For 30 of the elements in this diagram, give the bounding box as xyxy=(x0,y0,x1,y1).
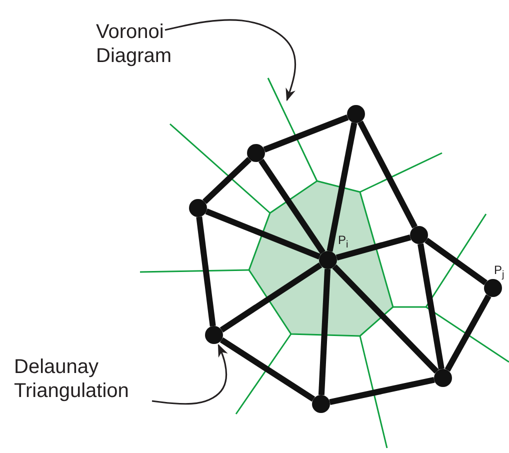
triangulation-edge xyxy=(326,122,358,252)
triangulation-edge xyxy=(336,234,412,260)
leader-arrow xyxy=(164,19,296,102)
triangulation-edge xyxy=(263,114,349,153)
point-dot xyxy=(347,105,365,123)
point-dot xyxy=(312,395,330,413)
point-dot xyxy=(434,369,452,387)
triangulation-edge xyxy=(444,294,492,372)
point-dot xyxy=(189,199,207,217)
triangulation-edge xyxy=(220,337,316,402)
point-dot xyxy=(247,144,265,162)
triangulation-edge xyxy=(196,216,216,326)
triangulation-edge xyxy=(258,158,326,254)
point-label: P$_{i}$ xyxy=(338,233,348,250)
triangulation-edge xyxy=(332,264,439,374)
point-dot xyxy=(484,279,502,297)
triangulation-edge xyxy=(418,243,444,370)
triangulation-edge xyxy=(202,157,252,204)
triangulation-edge xyxy=(220,262,322,333)
point-dot xyxy=(205,326,223,344)
triangulation-edge xyxy=(329,376,435,406)
point-label: P$_{j}$ xyxy=(494,263,504,280)
callout-label: Voronoi Diagram xyxy=(96,20,173,68)
leader-arrow xyxy=(152,344,228,405)
callout-label: Delaunay Triangulation xyxy=(14,355,130,403)
triangulation-edge xyxy=(358,120,418,228)
triangulation-edge xyxy=(424,238,488,286)
point-dot xyxy=(410,226,428,244)
triangulation-edge xyxy=(205,208,321,260)
triangulation-edge xyxy=(318,268,331,396)
